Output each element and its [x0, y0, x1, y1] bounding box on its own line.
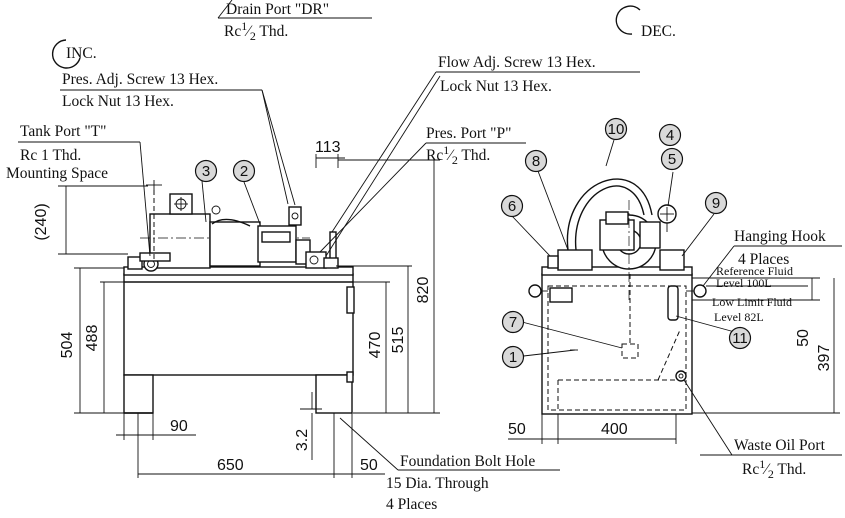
foundation-bolt-hole-label: Foundation Bolt Hole	[400, 453, 535, 470]
pres-port-label: Pres. Port "P"	[426, 125, 511, 142]
tank-top-plate	[123, 266, 354, 276]
drain-fitting	[346, 371, 354, 383]
tank-body-front	[123, 273, 354, 376]
waste-oil-port	[675, 370, 687, 382]
annotation-labels: Drain Port "DR" Rc1⁄2 Thd. INC. DEC. Pre…	[6, 1, 826, 513]
hook-left	[528, 284, 542, 298]
svg-text:4: 4	[666, 127, 674, 144]
dim-113: 113	[315, 139, 341, 156]
hook-right	[693, 284, 707, 298]
leg-right	[315, 374, 353, 414]
tank-port-thread: Rc 1 Thd.	[20, 147, 81, 164]
reference-fluid-level: Level 100L	[716, 276, 772, 290]
dim-820: 820	[415, 277, 432, 304]
lock-nut-left-label: Lock Nut 13 Hex.	[62, 93, 174, 110]
hanging-hook-places: 4 Places	[738, 251, 789, 268]
low-limit-fluid-label: Low Limit Fluid	[712, 295, 792, 309]
dim-504: 504	[59, 332, 76, 359]
pres-port-thread: Rc1⁄2 Thd.	[426, 143, 490, 167]
dim-3-2: 3.2	[294, 429, 311, 451]
flow-adj-screw-label: Flow Adj. Screw 13 Hex.	[438, 54, 596, 71]
sight-gauge	[346, 286, 355, 314]
waste-oil-port-thread: Rc1⁄2 Thd.	[742, 457, 806, 481]
balloon-11	[728, 326, 752, 350]
leader-lines	[18, 0, 842, 471]
svg-text:10: 10	[608, 121, 625, 138]
foundation-places-label: 4 Places	[386, 496, 437, 513]
side-view: 50 397 50 400	[508, 178, 840, 444]
drain-port-thread: Rc1⁄2 Thd.	[224, 19, 288, 43]
balloon-5	[660, 147, 684, 171]
hose	[566, 178, 653, 251]
dim-515: 515	[390, 327, 407, 354]
balloon-9	[704, 191, 728, 215]
mounting-space-label: Mounting Space	[6, 165, 108, 182]
pressure-port-block	[305, 251, 327, 269]
pres-adj-screw-label: Pres. Adj. Screw 13 Hex.	[62, 71, 218, 88]
dec-label: DEC.	[641, 23, 676, 40]
lock-nut-right-label: Lock Nut 13 Hex.	[440, 78, 552, 95]
balloon-10	[604, 117, 628, 141]
front-view: (240) 504 488 470 515 820 113 90 650	[33, 139, 440, 478]
inc-label: INC.	[66, 45, 97, 62]
dec-arrow	[615, 5, 641, 35]
svg-text:9: 9	[712, 195, 720, 212]
dim-650: 650	[217, 457, 244, 474]
hanging-hook-label: Hanging Hook	[734, 228, 826, 245]
dim-400: 400	[601, 421, 628, 438]
dim-50-right: 50	[795, 329, 812, 347]
svg-text:3: 3	[202, 163, 210, 180]
balloon-callouts: 3 2 10 4 5 8 6 9 7 1 11	[194, 117, 752, 369]
balloon-6	[500, 194, 524, 218]
drain-port-label: Drain Port "DR"	[226, 1, 329, 18]
balloon-2	[232, 159, 256, 183]
low-limit-fluid-level: Level 82L	[714, 310, 764, 324]
balloon-4	[658, 123, 682, 147]
dim-50-left: 50	[508, 421, 526, 438]
dim-397: 397	[816, 345, 833, 372]
balloon-7	[501, 310, 525, 334]
balloon-3	[194, 159, 218, 183]
pressure-adj-screw	[288, 206, 302, 226]
inc-arrow	[51, 39, 81, 69]
leg-left	[123, 374, 154, 414]
balloon-1	[501, 345, 525, 369]
dim-50-bottom: 50	[360, 457, 378, 474]
svg-text:5: 5	[668, 151, 676, 168]
coupling-housing	[209, 221, 261, 267]
svg-text:1: 1	[509, 349, 517, 366]
level-gauge	[667, 285, 679, 321]
svg-text:6: 6	[508, 198, 516, 215]
svg-text:11: 11	[732, 330, 748, 347]
svg-text:7: 7	[509, 314, 517, 331]
reference-fluid-label: Reference Fluid	[716, 264, 793, 278]
svg-text:8: 8	[532, 153, 540, 170]
tank-top-plate-side	[541, 266, 693, 276]
dim-488: 488	[84, 325, 101, 352]
dim-470: 470	[367, 332, 384, 359]
balloon-8	[524, 149, 548, 173]
dim-90: 90	[170, 418, 188, 435]
waste-oil-port-label: Waste Oil Port	[734, 437, 826, 454]
foundation-dia-label: 15 Dia. Through	[386, 475, 489, 492]
svg-text:2: 2	[240, 163, 248, 180]
tank-port-label: Tank Port "T"	[20, 123, 106, 140]
dim-240: (240)	[33, 203, 50, 240]
